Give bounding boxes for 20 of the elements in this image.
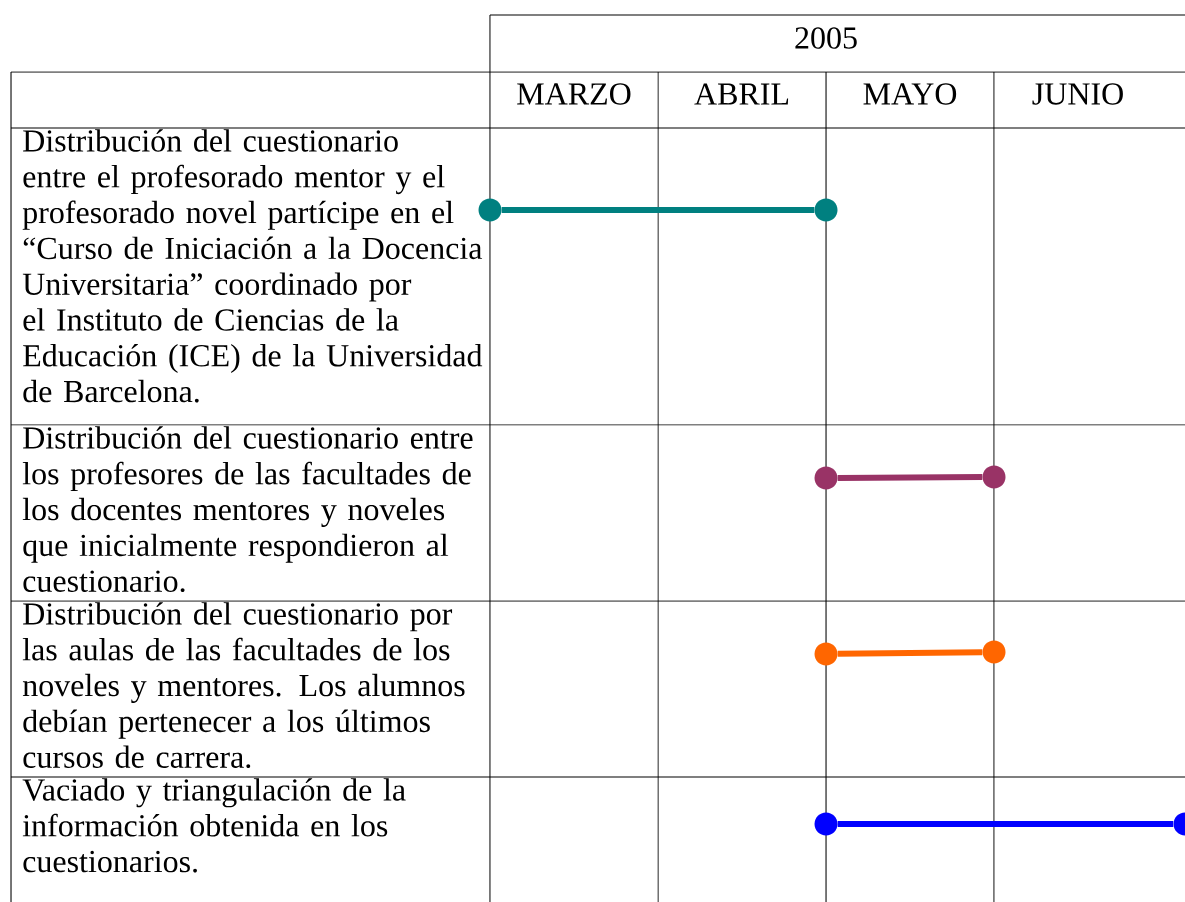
dot [478,198,502,222]
task-description: Distribución del cuestionario entre el profesorado mentor y el profesorado novel partícipe en el “Curso de Iniciación a la Docencia Universitaria” coordinado por el Instituto de Ciencias de la Educación (ICE) de la Universidad de Barcelona. [22,129,483,403]
month-header: MAYO [863,83,957,105]
dot [982,465,1006,489]
dot [982,640,1006,664]
task-description: Distribución del cuestionario entre los profesores de las facultades de los docentes mentores y noveles que inicialmente respondieron al cuestionario. [22,426,473,593]
timeline-bar [501,207,815,213]
month-header: MARZO [517,83,631,105]
task-description: Vaciado y triangulación de la información obtenida en los cuestionarios. [22,778,406,873]
year-header: 2005 [795,27,857,49]
task-description: Distribución del cuestionario por las aulas de las facultades de los noveles y mentores. Los alumnos debían pertenecer a los últimos cursos de carrera. [22,602,465,769]
month-header: JUNIO [1032,83,1123,105]
dot [814,642,838,666]
dot [814,812,838,836]
timeline-bar [837,474,983,481]
month-header: ABRIL [694,83,789,105]
timeline-bar [837,649,983,657]
dot [814,466,838,490]
dot [814,198,838,222]
timeline-bar [837,821,1174,827]
